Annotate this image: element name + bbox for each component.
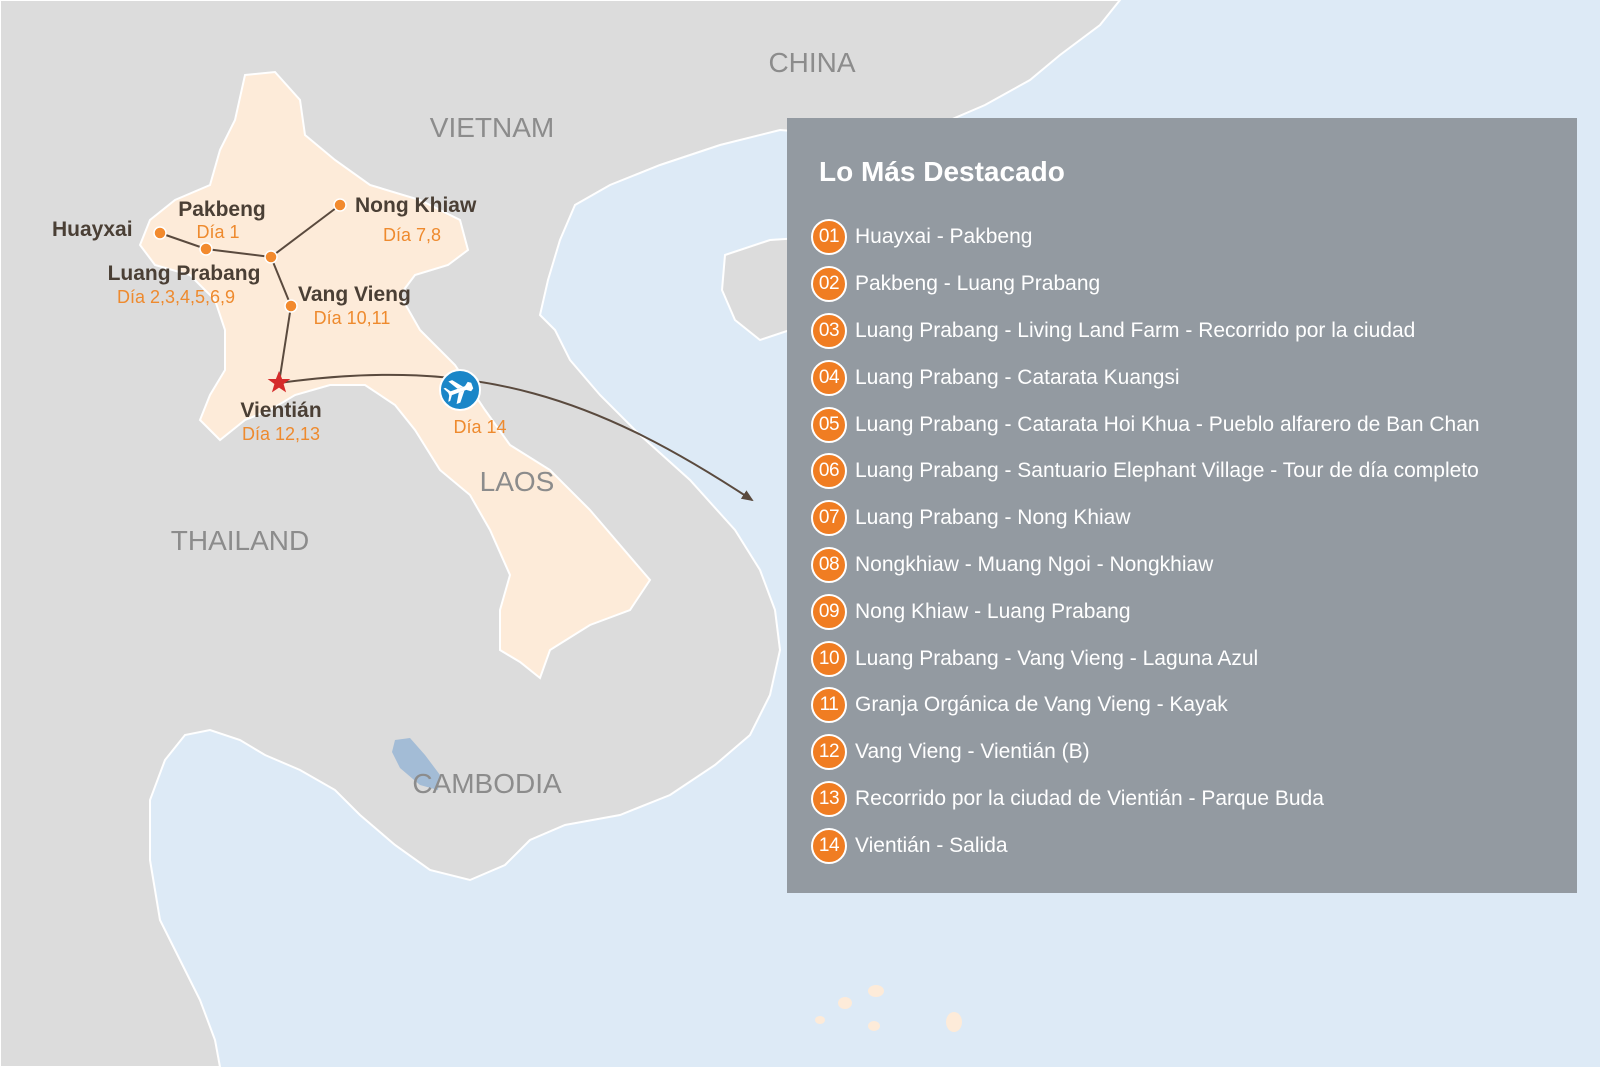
list-item: 10 Luang Prabang - Vang Vieng - Laguna Az… bbox=[811, 635, 1480, 682]
list-item: 05 Luang Prabang - Catarata Hoi Khua - Pu… bbox=[811, 401, 1480, 448]
city-name-luang-prabang: Luang Prabang bbox=[108, 262, 261, 285]
country-label-thailand: THAILAND bbox=[171, 525, 309, 556]
highlights-panel: Lo Más Destacado 01 Huayxai - Pakbeng 02 Pa… bbox=[787, 118, 1577, 893]
panel-title: Lo Más Destacado bbox=[819, 156, 1065, 187]
city-name-huayxai: Huayxai bbox=[52, 218, 133, 241]
day-number-badge: 06 bbox=[811, 453, 847, 490]
country-label-laos: LAOS bbox=[480, 466, 555, 497]
city-dots bbox=[153, 198, 347, 313]
dot-pakbeng bbox=[199, 242, 213, 256]
list-item: 06 Luang Prabang - Santuario Elephant Vil… bbox=[811, 448, 1480, 495]
dot-nong-khiaw bbox=[333, 198, 347, 212]
item-text: Luang Prabang - Nong Khiaw bbox=[855, 506, 1131, 530]
day-number-badge: 01 bbox=[811, 219, 847, 256]
airplane-icon bbox=[439, 369, 481, 411]
day-number-badge: 08 bbox=[811, 546, 847, 583]
day-number-badge: 05 bbox=[811, 406, 847, 443]
day-number-badge: 04 bbox=[811, 359, 847, 396]
city-days-luang-prabang: Día 2,3,4,5,6,9 bbox=[117, 287, 235, 307]
list-item: 12 Vang Vieng - Vientián (B) bbox=[811, 729, 1480, 776]
day-number-badge: 12 bbox=[811, 734, 847, 771]
city-name-vang-vieng: Vang Vieng bbox=[298, 283, 411, 306]
list-item: 02 Pakbeng - Luang Prabang bbox=[811, 261, 1480, 308]
item-text: Granja Orgánica de Vang Vieng - Kayak bbox=[855, 693, 1228, 717]
city-days-pakbeng: Día 1 bbox=[196, 222, 239, 242]
list-item: 14 Vientián - Salida bbox=[811, 822, 1480, 869]
city-days-vang-vieng: Día 10,11 bbox=[314, 308, 391, 328]
list-item: 09 Nong Khiaw - Luang Prabang bbox=[811, 588, 1480, 635]
item-text: Nongkhiaw - Muang Ngoi - Nongkhiaw bbox=[855, 552, 1214, 576]
day-number-badge: 10 bbox=[811, 640, 847, 677]
route-lines bbox=[159, 204, 754, 502]
country-label-vietnam: VIETNAM bbox=[430, 112, 554, 143]
day-number-badge: 07 bbox=[811, 500, 847, 537]
dot-vang-vieng bbox=[284, 299, 298, 313]
city-days-vientian: Día 12,13 bbox=[242, 424, 320, 444]
item-text: Luang Prabang - Catarata Hoi Khua - Pueb… bbox=[855, 412, 1480, 436]
dot-luang-prabang bbox=[264, 250, 278, 264]
list-item: 08 Nongkhiaw - Muang Ngoi - Nongkhiaw bbox=[811, 542, 1480, 589]
lake-tonle-sap bbox=[392, 738, 440, 790]
city-name-nong-khiaw: Nong Khiaw bbox=[355, 194, 477, 217]
flight-route bbox=[278, 373, 754, 502]
list-item: 01 Huayxai - Pakbeng bbox=[811, 214, 1480, 261]
islands bbox=[815, 985, 962, 1032]
item-text: Luang Prabang - Catarata Kuangsi bbox=[855, 365, 1180, 389]
day-number-badge: 13 bbox=[811, 780, 847, 817]
item-text: Nong Khiaw - Luang Prabang bbox=[855, 599, 1131, 623]
item-text: Pakbeng - Luang Prabang bbox=[855, 272, 1101, 296]
item-text: Luang Prabang - Vang Vieng - Laguna Azul bbox=[855, 646, 1259, 670]
day-number-badge: 09 bbox=[811, 593, 847, 630]
country-label-cambodia: CAMBODIA bbox=[412, 768, 562, 799]
list-item: 11 Granja Orgánica de Vang Vieng - Kayak bbox=[811, 682, 1480, 729]
item-text: Luang Prabang - Santuario Elephant Villa… bbox=[855, 459, 1479, 483]
city-name-vientian: Vientián bbox=[240, 399, 321, 422]
city-name-pakbeng: Pakbeng bbox=[178, 198, 266, 221]
item-text: Huayxai - Pakbeng bbox=[855, 225, 1033, 249]
dot-huayxai bbox=[153, 226, 167, 240]
list-item: 03 Luang Prabang - Living Land Farm - Rec… bbox=[811, 308, 1480, 355]
day-number-badge: 02 bbox=[811, 266, 847, 303]
day-number-badge: 14 bbox=[811, 827, 847, 864]
item-text: Vientián - Salida bbox=[855, 833, 1008, 857]
day-number-badge: 03 bbox=[811, 312, 847, 349]
item-text: Vang Vieng - Vientián (B) bbox=[855, 740, 1090, 764]
item-text: Luang Prabang - Living Land Farm - Recor… bbox=[855, 318, 1416, 342]
city-days-nong-khiaw: Día 7,8 bbox=[383, 225, 441, 245]
red-star-icon bbox=[267, 371, 291, 393]
item-text: Recorrido por la ciudad de Vientián - Pa… bbox=[855, 786, 1324, 810]
list-item: 07 Luang Prabang - Nong Khiaw bbox=[811, 495, 1480, 542]
highlights-list: 01 Huayxai - Pakbeng 02 Pakbeng - Luang Pra… bbox=[811, 214, 1480, 869]
flight-days-label: Día 14 bbox=[453, 417, 506, 437]
list-item: 13 Recorrido por la ciudad de Vientián - … bbox=[811, 776, 1480, 823]
list-item: 04 Luang Prabang - Catarata Kuangsi bbox=[811, 354, 1480, 401]
day-number-badge: 11 bbox=[811, 687, 847, 724]
country-label-china: CHINA bbox=[768, 47, 855, 78]
